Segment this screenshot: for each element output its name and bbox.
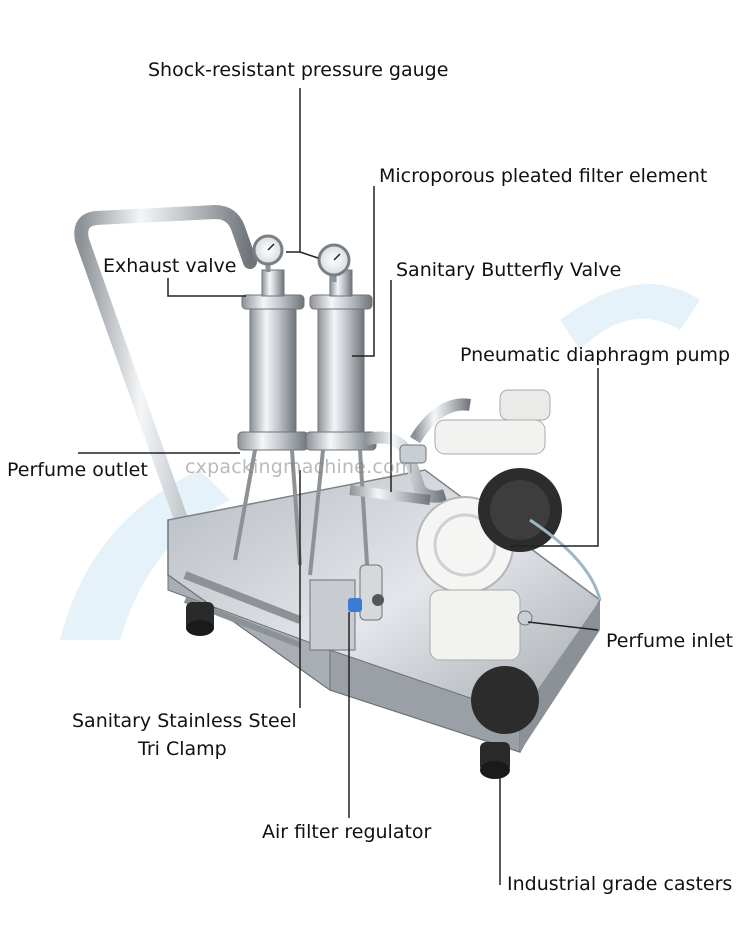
label-air-filter: Air filter regulator <box>262 821 432 843</box>
leader-filter-element <box>352 186 375 357</box>
label-exhaust-valve: Exhaust valve <box>103 255 237 277</box>
diaphragm-pump <box>416 389 602 734</box>
caster-wheels <box>186 602 510 779</box>
label-pressure-gauge: Shock-resistant pressure gauge <box>148 59 449 81</box>
leader-exhaust-valve <box>167 278 246 297</box>
label-diaphragm-pump: Pneumatic diaphragm pump <box>460 344 731 366</box>
label-filter-element: Microporous pleated filter element <box>379 165 708 187</box>
pressure-gauges <box>252 234 351 282</box>
leader-perfume-inlet <box>527 621 599 631</box>
piping <box>349 398 471 505</box>
leader-gauge-right <box>299 251 319 259</box>
label-tri-clamp-line2: Tri Clamp <box>138 738 227 760</box>
leader-lines <box>78 88 599 885</box>
filter-housings <box>233 269 377 581</box>
label-casters: Industrial grade casters <box>507 873 733 895</box>
label-butterfly-valve: Sanitary Butterfly Valve <box>396 259 622 281</box>
watermark-logo <box>60 284 700 640</box>
watermark-text: cxpackingmachine.com <box>185 456 414 478</box>
label-tri-clamp: Sanitary Stainless Steel Tri Clamp <box>72 707 304 763</box>
label-perfume-inlet: Perfume inlet <box>606 630 733 652</box>
leader-diaphragm-pump <box>510 368 599 547</box>
leader-pressure-gauge <box>286 88 301 253</box>
label-tri-clamp-line1: Sanitary Stainless Steel <box>72 710 297 732</box>
air-filter-regulator <box>348 564 384 621</box>
label-perfume-outlet: Perfume outlet <box>7 459 148 481</box>
